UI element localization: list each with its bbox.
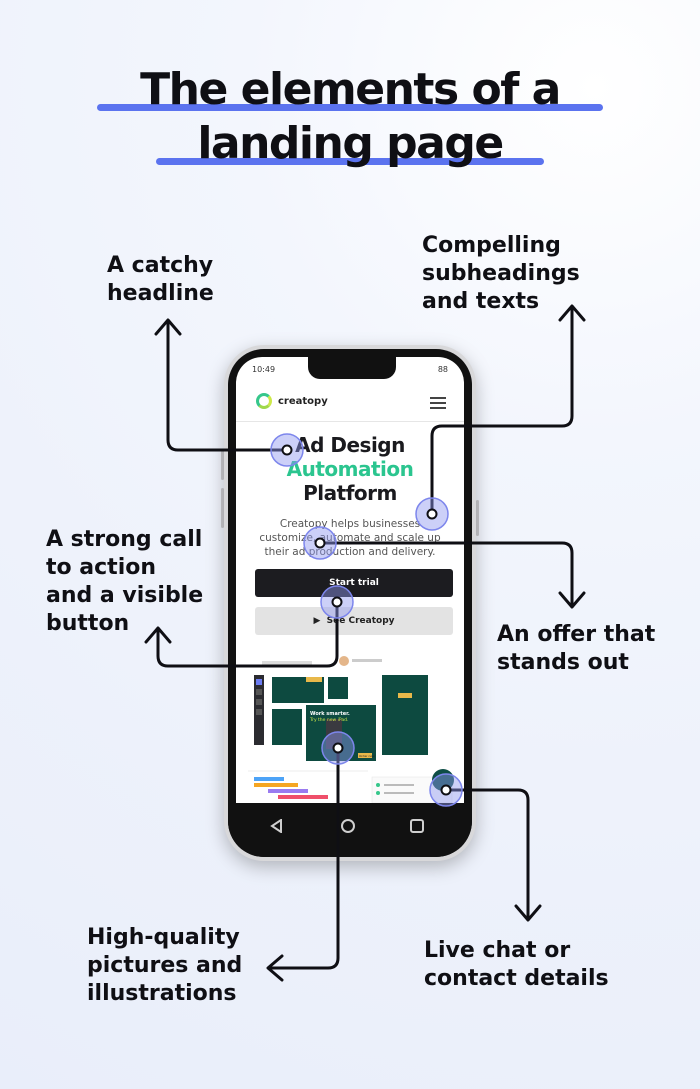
- brand-name[interactable]: creatopy: [278, 396, 328, 407]
- status-time: 10:49: [252, 365, 276, 374]
- chat-icon[interactable]: [432, 769, 454, 791]
- ad-headline: Work smarter.: [310, 711, 350, 717]
- ad-button-label: Order now: [359, 754, 375, 758]
- hero-line-3: Platform: [303, 481, 397, 505]
- callout-pictures: High-quality pictures and illustrations: [87, 925, 243, 1006]
- title-underline-1: [97, 104, 603, 111]
- creatopy-logo-icon[interactable]: [256, 393, 272, 409]
- start-trial-button[interactable]: Start trial: [255, 569, 453, 597]
- hamburger-icon[interactable]: [430, 397, 446, 409]
- site-header: creatopy: [254, 389, 454, 417]
- phone-screen: 10:49 88 creatopy Ad Design Automation P…: [236, 357, 464, 803]
- page-title-line-1: The elements of a: [140, 64, 561, 115]
- callout-cta: A strong call to action and a visible bu…: [46, 527, 204, 636]
- phone-notch: [308, 357, 396, 379]
- product-illustration: Work smarter. Try the new iPad. Order no…: [248, 653, 458, 803]
- status-battery: 88: [437, 365, 448, 374]
- android-navbar: [228, 803, 472, 857]
- start-trial-label: Start trial: [329, 578, 379, 588]
- callout-chat: Live chat or contact details: [424, 938, 609, 991]
- see-creatopy-button[interactable]: ▶ See Creatopy: [255, 607, 453, 635]
- phone-side-button-2: [221, 488, 224, 528]
- hero-description: Creatopy helps businesses customize, aut…: [259, 518, 441, 558]
- back-triangle-icon[interactable]: [270, 819, 284, 833]
- phone-side-button-1: [221, 450, 224, 480]
- callout-subheadings: Compelling subheadings and texts: [422, 233, 580, 314]
- play-icon: ▶: [313, 616, 327, 626]
- hero-line-1: Ad Design: [295, 433, 405, 457]
- see-creatopy-label: See Creatopy: [326, 616, 395, 626]
- home-circle-icon[interactable]: [341, 819, 355, 833]
- recent-square-icon[interactable]: [410, 819, 424, 833]
- ad-subline: Try the new iPad.: [309, 717, 348, 723]
- callout-headline: A catchy headline: [107, 253, 214, 306]
- callout-offer: An offer that stands out: [497, 622, 656, 675]
- phone-mockup: 10:49 88 creatopy Ad Design Automation P…: [224, 345, 476, 861]
- page-title-line-2: landing page: [197, 118, 504, 169]
- phone-side-button-3: [476, 500, 479, 536]
- phone-bezel: 10:49 88 creatopy Ad Design Automation P…: [228, 349, 472, 857]
- header-divider: [236, 421, 464, 422]
- title-underline-2: [156, 158, 544, 165]
- hero-line-2: Automation: [286, 457, 414, 481]
